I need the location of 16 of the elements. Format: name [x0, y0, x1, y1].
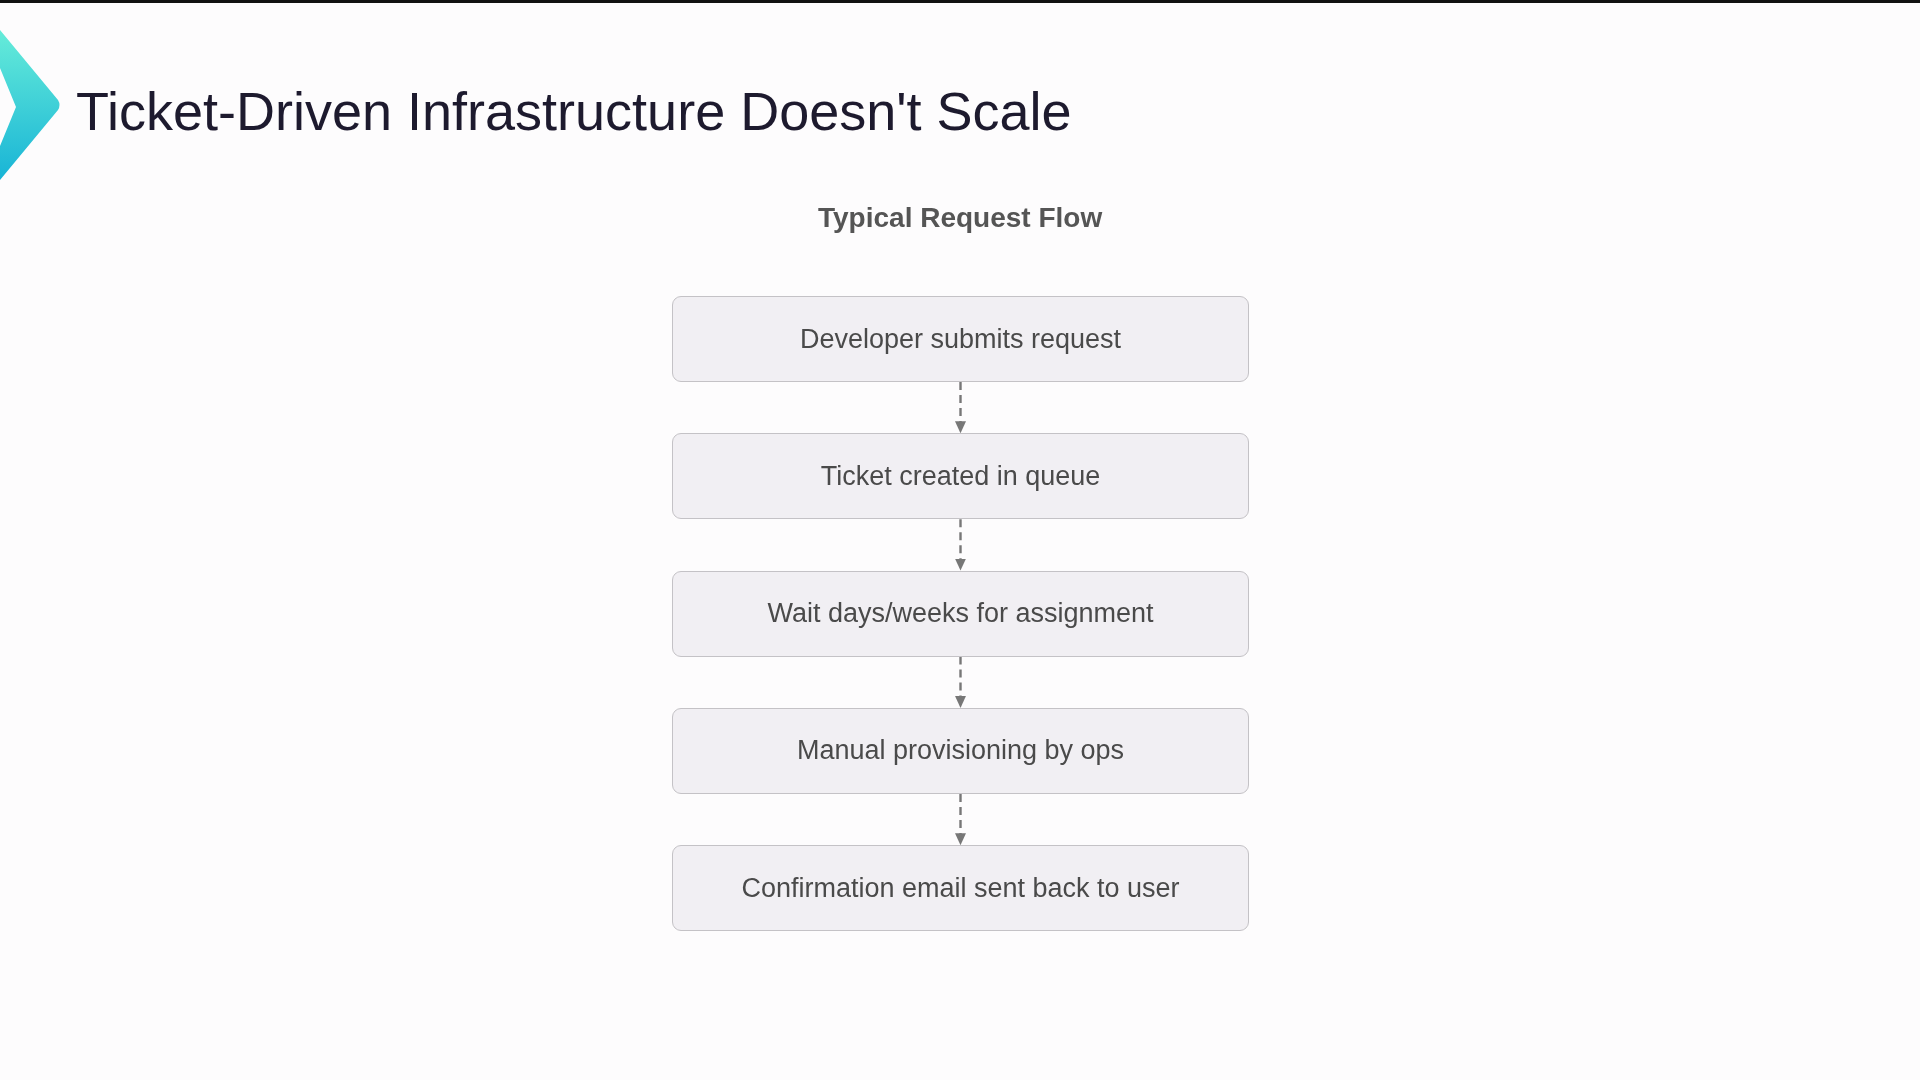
process-box [672, 296, 1249, 382]
step-text: Developer submits request [799, 323, 1122, 355]
process-box [672, 707, 1249, 794]
process-box [672, 570, 1249, 657]
process-box [672, 845, 1249, 932]
arrow [955, 656, 966, 708]
step-text: Ticket created in queue [820, 460, 1101, 492]
step-text: Confirmation email sent back to user [741, 872, 1180, 904]
process-box [672, 433, 1249, 520]
step-text: Manual provisioning by ops [796, 735, 1125, 767]
arrow [955, 519, 966, 571]
flow-heading: Typical Request Flow [818, 202, 1103, 234]
arrow [955, 793, 966, 846]
slide-title: Ticket-Driven Infrastructure Doesn't Scale [76, 80, 1072, 143]
arrow [955, 382, 966, 434]
step-text: Wait days/weeks for assignment [767, 598, 1154, 630]
